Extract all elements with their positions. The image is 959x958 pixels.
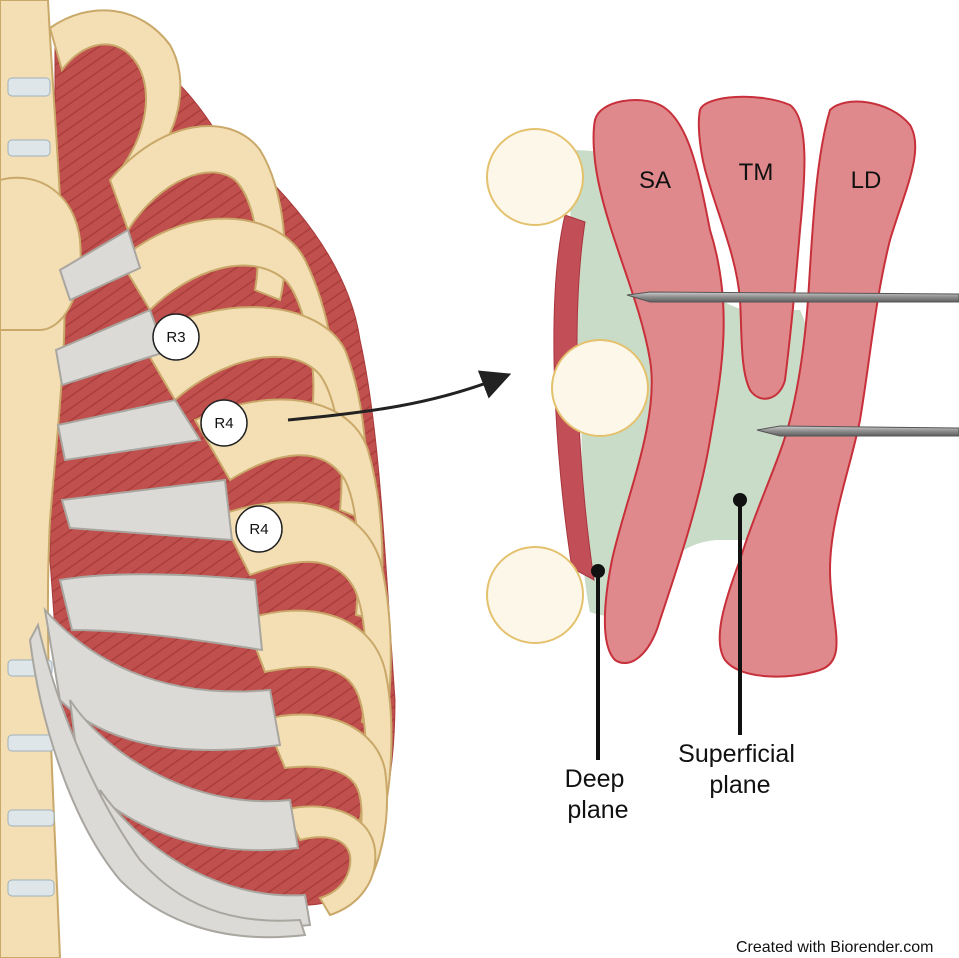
superficial-plane-label-line1: Superficial (678, 740, 795, 768)
rib-section-upper (487, 129, 583, 225)
rib-section-lower (487, 547, 583, 643)
needle-superficial (757, 426, 959, 436)
credit-text: Created with Biorender.com (736, 939, 933, 956)
cross-section-diagram: SA TM LD Deep plane Superficial plane (487, 97, 959, 824)
rib-label-r4-lower: R4 (249, 521, 268, 538)
rib-label-r3: R3 (166, 329, 185, 346)
label-tm: TM (739, 159, 774, 186)
deep-plane-label: Deep plane (565, 765, 632, 824)
rib-label-r3-marker: R3 (153, 314, 199, 360)
rib-label-r4-lower-marker: R4 (236, 506, 282, 552)
rib-label-r4-upper: R4 (214, 415, 233, 432)
rib-cage-illustration: R3 R4 R4 (0, 0, 395, 958)
rib-section-middle (552, 340, 648, 436)
needle-deep (627, 292, 959, 302)
superficial-plane-label: Superficial plane (678, 740, 802, 799)
label-sa: SA (639, 167, 671, 194)
deep-plane-label-line2: plane (567, 796, 628, 824)
label-ld: LD (851, 167, 882, 194)
superficial-plane-label-line2: plane (709, 771, 770, 799)
rib-label-r4-upper-marker: R4 (201, 400, 247, 446)
deep-plane-label-line1: Deep (565, 765, 625, 793)
